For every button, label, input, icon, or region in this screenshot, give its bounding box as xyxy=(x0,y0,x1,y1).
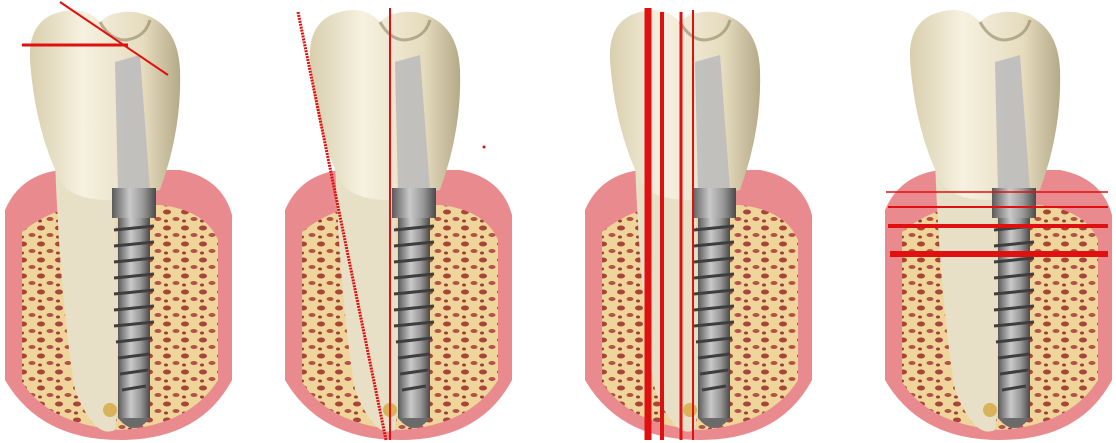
implant-collar xyxy=(992,188,1036,218)
implant-screw xyxy=(994,218,1034,428)
implant-collar xyxy=(112,188,156,218)
implant-collar xyxy=(692,188,736,218)
implant-screw xyxy=(694,218,734,428)
diagram-panel-3 xyxy=(580,0,815,443)
implant-screw xyxy=(394,218,434,428)
implant-collar xyxy=(392,188,436,218)
diagram-panel-4 xyxy=(880,0,1115,443)
diagram-panel-1 xyxy=(0,0,235,443)
implant-screw xyxy=(114,218,154,428)
diagram-panel-2 xyxy=(280,0,515,443)
